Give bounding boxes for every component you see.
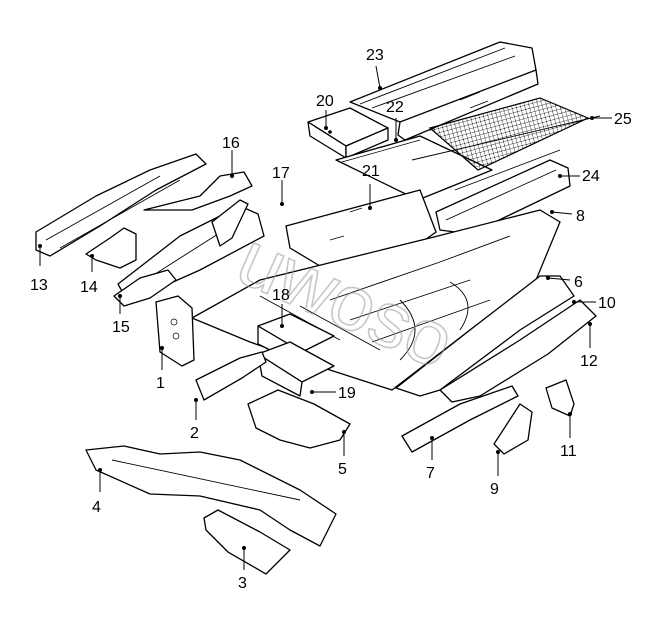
- label-12: 12: [580, 353, 598, 370]
- part-front-member-4: [85, 445, 337, 547]
- label-5: 5: [338, 461, 347, 478]
- part-box-19: [257, 341, 335, 397]
- label-13: 13: [30, 277, 48, 294]
- label-6: 6: [574, 274, 583, 291]
- part-floor-board-22: [335, 135, 493, 201]
- label-19: 19: [338, 385, 356, 402]
- label-23: 23: [366, 47, 384, 64]
- part-bracket-20: [307, 107, 389, 159]
- label-22: 22: [386, 99, 404, 116]
- part-plate-11: [545, 379, 575, 417]
- label-10: 10: [598, 295, 616, 312]
- part-longitudinal-13: [35, 153, 207, 257]
- label-24: 24: [582, 168, 600, 185]
- part-reinforcement-3: [203, 509, 291, 575]
- part-bracket-5: [247, 389, 351, 449]
- part-bracket-16: [143, 171, 253, 211]
- part-luggage-cover: [349, 41, 539, 141]
- label-1: 1: [156, 375, 165, 392]
- label-9: 9: [490, 481, 499, 498]
- part-bracket-9: [493, 403, 533, 455]
- callouts: 23 20 22 25 21 24 8 6 10 12 16 17 13 14 …: [30, 47, 632, 592]
- part-bracket-1: [155, 295, 195, 367]
- label-8: 8: [576, 208, 585, 225]
- label-4: 4: [92, 499, 101, 516]
- label-3: 3: [238, 575, 247, 592]
- label-16: 16: [222, 135, 240, 152]
- part-bracket-14: [85, 227, 137, 269]
- label-21: 21: [362, 163, 380, 180]
- label-20: 20: [316, 93, 334, 110]
- label-2: 2: [190, 425, 199, 442]
- part-sill-7: [401, 385, 519, 453]
- part-rear-rail-10-12: [439, 299, 597, 403]
- label-25: 25: [614, 111, 632, 128]
- label-14: 14: [80, 279, 98, 296]
- part-member-2: [195, 351, 267, 401]
- part-trim-panel-24: [435, 159, 571, 235]
- part-luggage-net: [411, 97, 601, 191]
- label-15: 15: [112, 319, 130, 336]
- label-17: 17: [272, 165, 290, 182]
- part-member-15: [113, 269, 177, 307]
- label-7: 7: [426, 465, 435, 482]
- label-18: 18: [272, 287, 290, 304]
- label-11: 11: [560, 443, 577, 460]
